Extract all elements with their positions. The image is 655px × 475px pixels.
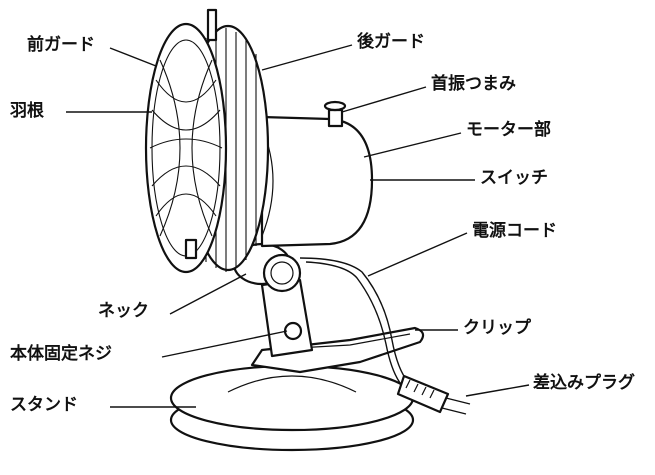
label-front-guard: 前ガード [27, 35, 95, 55]
label-blade: 羽根 [10, 101, 44, 121]
label-rear-guard: 後ガード [357, 32, 425, 52]
leader-lines [66, 44, 530, 408]
front-guard [144, 8, 228, 274]
label-neck: ネック [98, 301, 149, 321]
motor-housing [260, 115, 374, 248]
stand [169, 364, 415, 452]
body-screw [283, 321, 303, 341]
label-stand: スタンド [10, 395, 78, 415]
label-motor: モーター部 [466, 120, 551, 140]
label-switch: スイッチ [480, 168, 548, 188]
label-plug: 差込みプラグ [533, 373, 635, 393]
plug [396, 374, 471, 415]
oscillation-knob [323, 100, 347, 128]
label-oscillation-knob: 首振つまみ [431, 74, 516, 94]
label-power-cord: 電源コード [472, 221, 557, 241]
label-body-screw: 本体固定ネジ [10, 344, 112, 364]
power-cord [299, 257, 411, 389]
label-clip: クリップ [463, 318, 531, 338]
